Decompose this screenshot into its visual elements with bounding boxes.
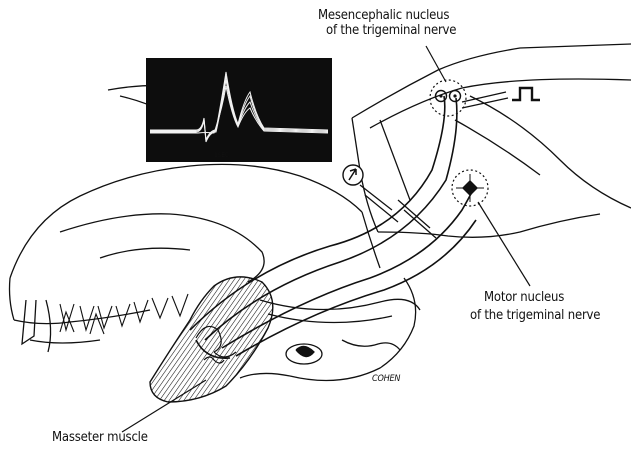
mesencephalic-label-line2: of the trigeminal nerve: [326, 23, 456, 38]
scope-scale-label: 1SEC: [214, 152, 228, 159]
teeth: [60, 294, 188, 334]
masseter-muscle-shape: [150, 277, 273, 402]
masseter-label: Masseter muscle: [52, 430, 148, 445]
stimulating-electrode: [462, 92, 508, 108]
motor-label-line1: Motor nucleus: [484, 290, 564, 305]
oscilloscope-trace: [146, 58, 332, 162]
arrow-circle-icon: [343, 165, 363, 185]
motor-label-line2: of the trigeminal nerve: [470, 308, 600, 323]
square-pulse-icon: [512, 88, 540, 100]
motor-nucleus: [452, 170, 488, 206]
mesencephalic-label-line1: Mesencephalic nucleus: [318, 8, 449, 23]
brainstem-outline: [352, 44, 631, 238]
mesencephalic-nucleus: [430, 80, 466, 116]
artist-signature: COHEN: [372, 372, 400, 387]
